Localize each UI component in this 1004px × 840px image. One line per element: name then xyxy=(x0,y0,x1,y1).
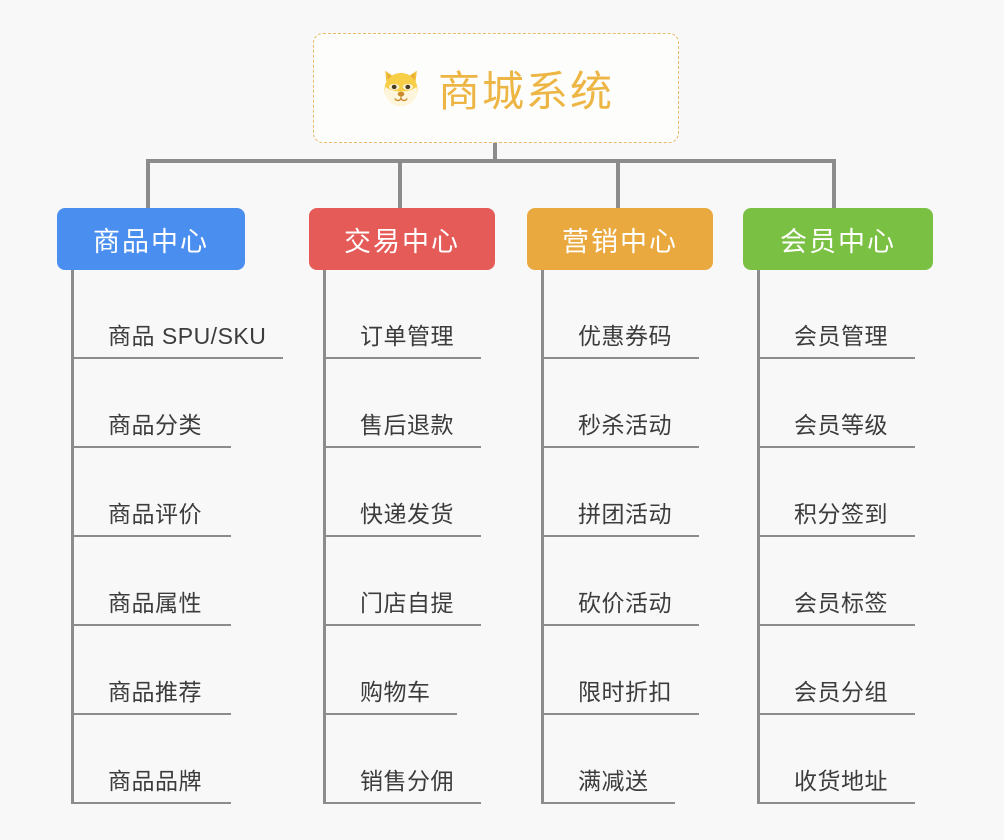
leaf-underline xyxy=(71,357,283,359)
list-item[interactable]: 快递发货 xyxy=(323,448,495,537)
leaf-label: 快递发货 xyxy=(360,501,454,527)
list-item[interactable]: 商品 SPU/SKU xyxy=(71,270,283,359)
leaf-label: 会员标签 xyxy=(794,590,888,616)
category-column-trade-center: 交易中心 订单管理 售后退款 快递发货 门店自提 购物车 xyxy=(309,208,495,804)
category-column-member-center: 会员中心 会员管理 会员等级 积分签到 会员标签 会员分组 xyxy=(743,208,933,804)
leaf-list-member-center: 会员管理 会员等级 积分签到 会员标签 会员分组 收货地址 xyxy=(757,270,933,804)
leaf-underline xyxy=(323,357,481,359)
list-item[interactable]: 会员等级 xyxy=(757,359,933,448)
leaf-underline xyxy=(757,713,915,715)
category-label: 营销中心 xyxy=(562,226,678,257)
root-label: 商城系统 xyxy=(437,67,614,115)
leaf-underline xyxy=(541,446,699,448)
list-item[interactable]: 会员标签 xyxy=(757,537,933,626)
leaf-underline xyxy=(323,535,481,537)
list-item[interactable]: 会员管理 xyxy=(757,270,933,359)
list-item[interactable]: 砍价活动 xyxy=(541,537,713,626)
list-item[interactable]: 积分签到 xyxy=(757,448,933,537)
leaf-label: 积分签到 xyxy=(794,501,888,527)
leaf-label: 门店自提 xyxy=(360,590,454,616)
dog-face-icon xyxy=(378,65,424,111)
connector-drop-trade-center xyxy=(398,159,402,209)
list-item[interactable]: 商品属性 xyxy=(71,537,266,626)
connector-drop-member-center xyxy=(832,159,836,209)
connector-trunk xyxy=(493,143,497,161)
leaf-list-product-center: 商品 SPU/SKU 商品分类 商品评价 商品属性 商品推荐 商品品牌 xyxy=(71,270,283,804)
list-item[interactable]: 商品分类 xyxy=(71,359,266,448)
leaf-underline xyxy=(541,357,699,359)
leaf-underline xyxy=(757,357,915,359)
leaf-underline xyxy=(323,446,481,448)
category-label: 交易中心 xyxy=(344,226,460,257)
leaf-underline xyxy=(323,713,457,715)
leaf-underline xyxy=(71,802,231,804)
list-item[interactable]: 订单管理 xyxy=(323,270,495,359)
list-item[interactable]: 销售分佣 xyxy=(323,715,495,804)
list-item[interactable]: 收货地址 xyxy=(757,715,933,804)
leaf-list-marketing-center: 优惠券码 秒杀活动 拼团活动 砍价活动 限时折扣 满减送 xyxy=(541,270,713,804)
list-item[interactable]: 拼团活动 xyxy=(541,448,713,537)
list-item[interactable]: 购物车 xyxy=(323,626,495,715)
list-item[interactable]: 售后退款 xyxy=(323,359,495,448)
leaf-underline xyxy=(757,802,915,804)
list-item[interactable]: 会员分组 xyxy=(757,626,933,715)
leaf-label: 会员分组 xyxy=(794,679,888,705)
category-column-product-center: 商品中心 商品 SPU/SKU 商品分类 商品评价 商品属性 商品推荐 xyxy=(57,208,283,804)
category-box-product-center[interactable]: 商品中心 xyxy=(57,208,245,270)
leaf-label: 收货地址 xyxy=(794,768,888,794)
list-item[interactable]: 商品评价 xyxy=(71,448,266,537)
list-item[interactable]: 限时折扣 xyxy=(541,626,713,715)
leaf-label: 订单管理 xyxy=(360,323,454,349)
leaf-label: 商品分类 xyxy=(108,412,202,438)
leaf-underline xyxy=(757,535,915,537)
category-box-member-center[interactable]: 会员中心 xyxy=(743,208,933,270)
leaf-label: 售后退款 xyxy=(360,412,454,438)
connector-drop-product-center xyxy=(146,159,150,209)
category-label: 会员中心 xyxy=(780,226,896,257)
leaf-label: 砍价活动 xyxy=(578,590,672,616)
list-item[interactable]: 满减送 xyxy=(541,715,713,804)
leaf-label: 优惠券码 xyxy=(578,323,672,349)
list-item[interactable]: 商品品牌 xyxy=(71,715,266,804)
category-box-trade-center[interactable]: 交易中心 xyxy=(309,208,495,270)
list-item[interactable]: 优惠券码 xyxy=(541,270,713,359)
category-label: 商品中心 xyxy=(93,226,209,257)
leaf-underline xyxy=(541,802,675,804)
root-node[interactable]: 商城系统 xyxy=(313,33,679,143)
leaf-label: 销售分佣 xyxy=(360,768,454,794)
category-column-marketing-center: 营销中心 优惠券码 秒杀活动 拼团活动 砍价活动 限时折扣 xyxy=(527,208,713,804)
connector-bus xyxy=(146,159,836,163)
leaf-underline xyxy=(71,446,231,448)
leaf-underline xyxy=(323,624,481,626)
leaf-label: 会员等级 xyxy=(794,412,888,438)
list-item[interactable]: 门店自提 xyxy=(323,537,495,626)
leaf-underline xyxy=(71,535,231,537)
leaf-underline xyxy=(71,713,231,715)
list-item[interactable]: 商品推荐 xyxy=(71,626,266,715)
leaf-label: 限时折扣 xyxy=(578,679,672,705)
leaf-underline xyxy=(757,624,915,626)
leaf-label: 满减送 xyxy=(578,768,649,794)
leaf-label: 商品属性 xyxy=(108,590,202,616)
leaf-label: 商品品牌 xyxy=(108,768,202,794)
leaf-label: 商品评价 xyxy=(108,501,202,527)
leaf-label: 会员管理 xyxy=(794,323,888,349)
leaf-underline xyxy=(71,624,231,626)
leaf-underline xyxy=(757,446,915,448)
leaf-label: 商品推荐 xyxy=(108,679,202,705)
list-item[interactable]: 秒杀活动 xyxy=(541,359,713,448)
leaf-list-trade-center: 订单管理 售后退款 快递发货 门店自提 购物车 销售分佣 xyxy=(323,270,495,804)
connector-drop-marketing-center xyxy=(616,159,620,209)
leaf-label: 商品 SPU/SKU xyxy=(108,323,267,349)
leaf-underline xyxy=(541,624,699,626)
leaf-label: 拼团活动 xyxy=(578,501,672,527)
leaf-underline xyxy=(541,713,699,715)
leaf-label: 购物车 xyxy=(360,679,431,705)
category-box-marketing-center[interactable]: 营销中心 xyxy=(527,208,713,270)
leaf-underline xyxy=(541,535,699,537)
leaf-underline xyxy=(323,802,481,804)
leaf-label: 秒杀活动 xyxy=(578,412,672,438)
